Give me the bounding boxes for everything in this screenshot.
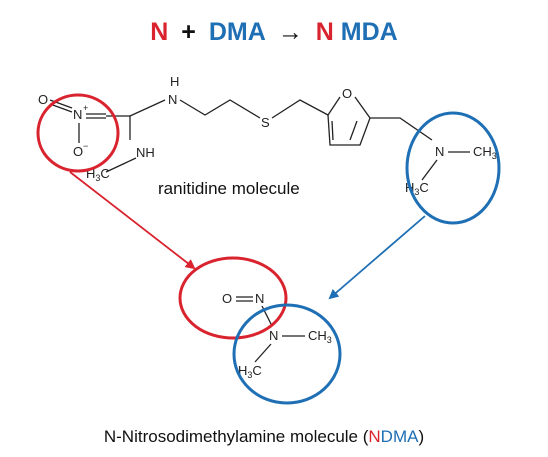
ranitidine-atom-nh: NH [136, 145, 155, 160]
equation-plus: + [181, 18, 196, 46]
dimethylamine-group-highlight [405, 111, 501, 225]
ndma-structure: O N N CH3 H3C [222, 291, 332, 380]
ranitidine-h3c-left: H3C [86, 166, 110, 183]
ndma-label-suffix: ) [418, 427, 424, 446]
ndma-label-dma: DMA [381, 427, 419, 446]
equation-result-n: N [316, 18, 334, 46]
equation-result-mda: MDA [341, 18, 398, 46]
ranitidine-atom-n-nitro: N [73, 107, 82, 122]
ranitidine-charge-plus: + [83, 103, 88, 113]
ndma-atom-n-top: N [255, 291, 264, 306]
ndma-h3c: H3C [238, 363, 262, 380]
ndma-label-n: N [368, 427, 380, 446]
dma-arrow [328, 215, 426, 300]
ranitidine-atom-o-furan: O [342, 86, 352, 101]
ndma-atom-n-mid: N [269, 328, 278, 343]
ranitidine-atom-h-top: H [170, 74, 179, 89]
nitro-group-highlight [36, 93, 120, 173]
ranitidine-label: ranitidine molecule [158, 179, 300, 198]
ndma-atom-o: O [222, 291, 232, 306]
ranitidine-charge-minus: − [83, 141, 88, 151]
ndma-dimethylamine-highlight [232, 303, 342, 405]
ranitidine-atom-o-bottom: O [73, 144, 83, 159]
ndma-label-prefix: N-Nitrosodimethylamine molecule ( [104, 427, 369, 446]
equation-n: N [150, 18, 168, 46]
ranitidine-atom-n-top: N [168, 92, 177, 107]
ranitidine-atom-s: S [261, 115, 270, 130]
ranitidine-atom-n-amine: N [435, 144, 444, 159]
ndma-nitroso-highlight [178, 256, 288, 340]
equation-dma: DMA [209, 18, 266, 46]
ranitidine-atom-o-top: O [38, 92, 48, 107]
ndma-ch3: CH3 [308, 328, 332, 345]
nitro-arrow [69, 171, 196, 270]
equation-title: N + DMA → N MDA [150, 18, 397, 46]
ranitidine-ch3-right: CH3 [473, 144, 497, 161]
ndma-label: N-Nitrosodimethylamine molecule (NDMA) [104, 427, 424, 446]
equation-arrow: → [278, 18, 303, 46]
